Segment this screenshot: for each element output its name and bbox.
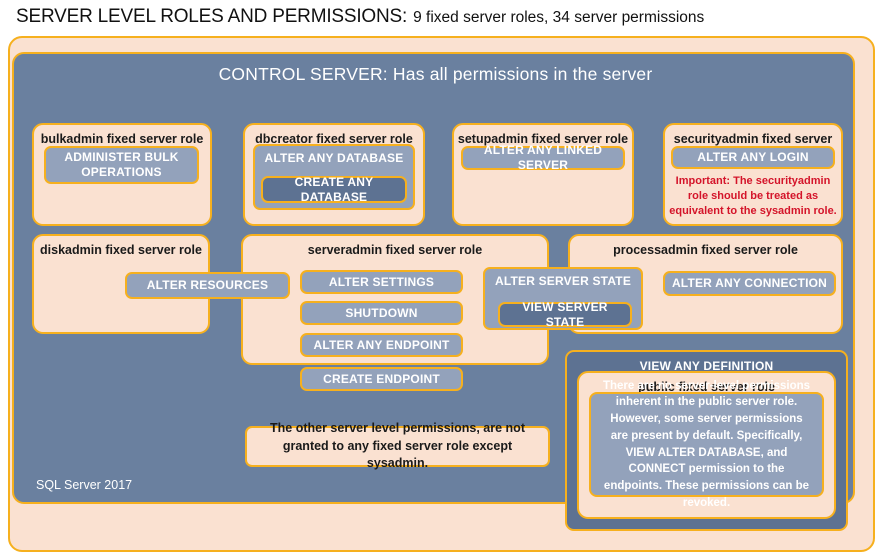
role-title-serveradmin: serveradmin fixed server role bbox=[307, 243, 483, 257]
page-title-subtitle: 9 fixed server roles, 34 server permissi… bbox=[413, 9, 705, 26]
permission-alter-any-login[interactable]: ALTER ANY LOGIN bbox=[671, 146, 835, 169]
other-permissions-note: The other server level permissions, are … bbox=[245, 421, 550, 470]
permission-alter-any-connection[interactable]: ALTER ANY CONNECTION bbox=[663, 271, 836, 296]
role-box-setupadmin[interactable]: setupadmin fixed server role bbox=[452, 123, 634, 226]
role-title-public: public fixed server role bbox=[638, 380, 775, 394]
permission-alter-any-linked-server[interactable]: ALTER ANY LINKED SERVER bbox=[461, 143, 625, 172]
permission-view-any-definition-label: VIEW ANY DEFINITION bbox=[639, 359, 774, 373]
permission-view-server-state[interactable]: VIEW SERVER STATE bbox=[498, 300, 632, 329]
securityadmin-warning-note: Important: The securityadmin role should… bbox=[669, 175, 837, 217]
page-title: SERVER LEVEL ROLES AND PERMISSIONS: 9 fi… bbox=[16, 6, 876, 34]
role-title-bulkadmin: bulkadmin fixed server role bbox=[40, 132, 204, 146]
permission-shutdown[interactable]: SHUTDOWN bbox=[300, 301, 463, 325]
role-title-diskadmin: diskadmin fixed server role bbox=[40, 243, 202, 257]
permission-alter-any-endpoint[interactable]: ALTER ANY ENDPOINT bbox=[300, 333, 463, 357]
role-title-dbcreator: dbcreator fixed server role bbox=[255, 132, 413, 146]
role-box-securityadmin[interactable]: securityadmin fixed server role bbox=[663, 123, 843, 226]
product-version-label: SQL Server 2017 bbox=[36, 478, 133, 492]
permission-create-any-database[interactable]: CREATE ANY DATABASE bbox=[261, 175, 407, 204]
public-role-description: There are no server-level permissions in… bbox=[589, 380, 824, 509]
permission-administer-bulk-operations[interactable]: ADMINISTER BULK OPERATIONS bbox=[44, 146, 199, 184]
permission-alter-server-state-label: ALTER SERVER STATE bbox=[494, 274, 632, 288]
control-server-label: CONTROL SERVER: Has all permissions in t… bbox=[218, 64, 653, 84]
permission-alter-settings[interactable]: ALTER SETTINGS bbox=[300, 270, 463, 294]
role-title-setupadmin: setupadmin fixed server role bbox=[457, 132, 629, 146]
permission-alter-resources[interactable]: ALTER RESOURCES bbox=[125, 272, 290, 299]
role-title-processadmin: processadmin fixed server role bbox=[613, 243, 798, 257]
page-title-main: SERVER LEVEL ROLES AND PERMISSIONS: bbox=[16, 6, 408, 27]
permission-create-endpoint[interactable]: CREATE ENDPOINT bbox=[300, 367, 463, 391]
permission-alter-any-database-label: ALTER ANY DATABASE bbox=[264, 151, 404, 165]
